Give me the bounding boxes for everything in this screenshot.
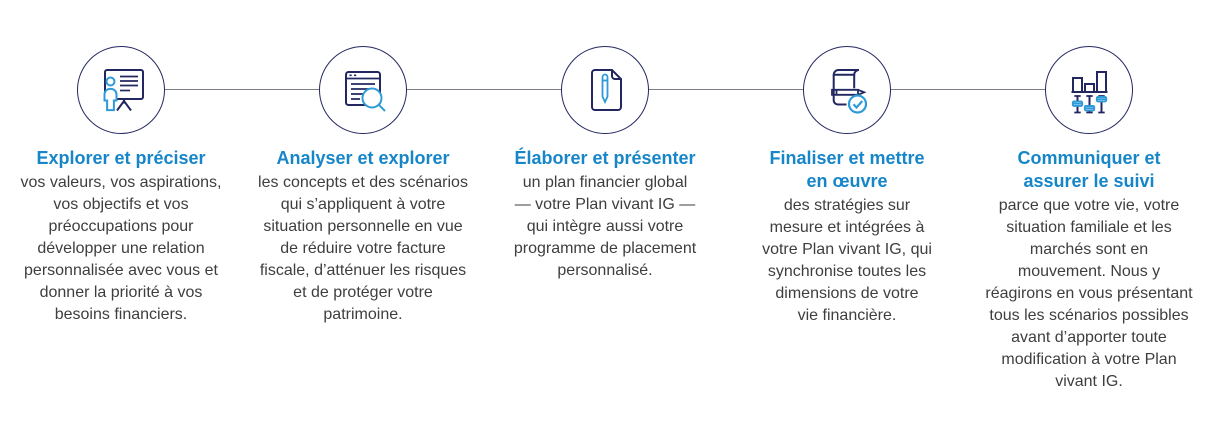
step-title: Communiquer et assurer le suivi <box>1017 148 1161 191</box>
step-description: parce que votre vie, votre situation fam… <box>985 197 1193 390</box>
steps-row: Explorer et préciser vos valeurs, vos as… <box>0 46 1210 393</box>
step-elaborer: Élaborer et présenter un plan financier … <box>484 46 726 393</box>
presentation-board-icon <box>103 69 144 112</box>
step-title: Analyser et explorer <box>276 148 450 168</box>
step-description: un plan financier global — votre Plan vi… <box>513 174 697 279</box>
step-title: Élaborer et présenter <box>514 148 696 168</box>
scroll-pencil-check-icon <box>831 69 868 114</box>
document-magnifier-icon <box>345 71 386 112</box>
step-title: Finaliser et mettre en œuvre <box>769 148 925 191</box>
step-explorer: Explorer et préciser vos valeurs, vos as… <box>0 46 242 393</box>
step-1-circle <box>77 46 165 134</box>
step-finaliser: Finaliser et mettre en œuvre des stratég… <box>726 46 968 393</box>
step-analyser: Analyser et explorer les concepts et des… <box>242 46 484 393</box>
step-description: des stratégies sur mesure et intégrées à… <box>762 197 932 324</box>
bar-chart-sliders-icon <box>1071 71 1108 114</box>
step-4-circle <box>803 46 891 134</box>
step-description: les concepts et des scénarios qui s’appl… <box>258 174 468 323</box>
step-title: Explorer et préciser <box>36 148 206 168</box>
document-pencil-icon <box>591 69 622 111</box>
step-description: vos valeurs, vos aspirations, vos object… <box>20 174 222 323</box>
step-communiquer: Communiquer et assurer le suivi parce qu… <box>968 46 1210 393</box>
step-2-circle <box>319 46 407 134</box>
step-5-circle <box>1045 46 1133 134</box>
step-3-circle <box>561 46 649 134</box>
